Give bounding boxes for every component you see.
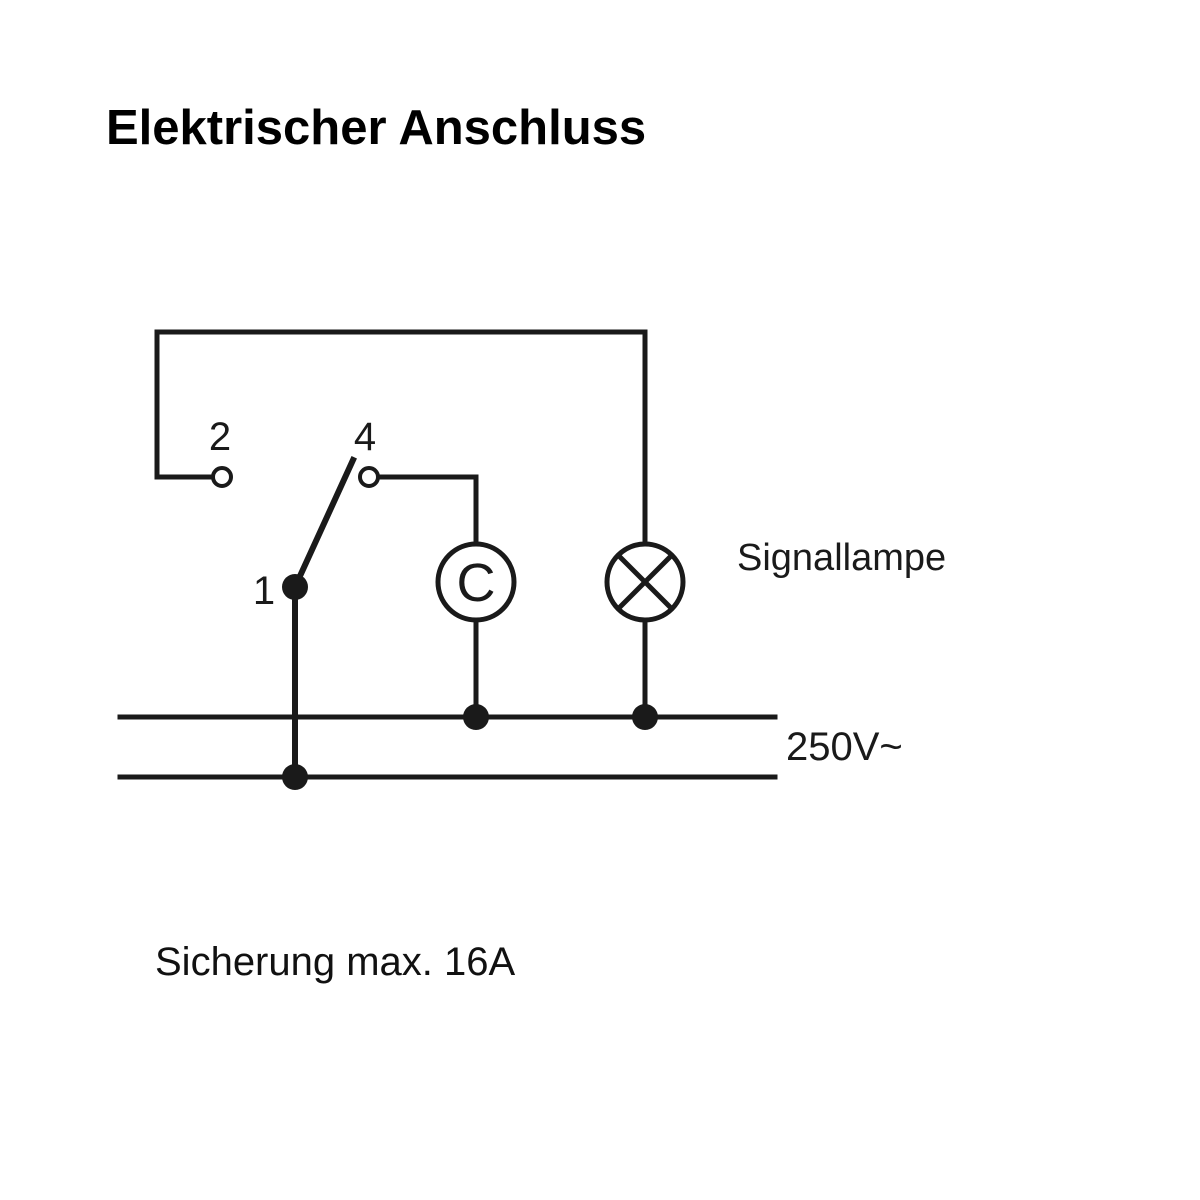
signal-lamp-icon	[604, 541, 686, 623]
signal-lamp-label: Signallampe	[737, 537, 946, 579]
terminal-2-contact	[211, 466, 233, 488]
fuse-note: Sicherung max. 16A	[155, 940, 516, 984]
terminal-4-contact	[358, 466, 380, 488]
page-title: Elektrischer Anschluss	[106, 101, 647, 155]
controller-letter: C	[457, 553, 496, 613]
terminal-1-node	[282, 574, 308, 600]
junction-node	[632, 704, 658, 730]
supply-voltage-label: 250V~	[786, 725, 903, 769]
switch-contact-arm	[291, 456, 357, 591]
wire-lamp-to-terminal-2	[154, 329, 648, 548]
terminal-2-label: 2	[209, 415, 231, 459]
junction-node	[282, 764, 308, 790]
wire-terminal-4-to-controller	[374, 474, 479, 547]
junction-node	[463, 704, 489, 730]
controller-symbol: C	[435, 541, 517, 623]
terminal-1-label: 1	[253, 569, 275, 613]
terminal-4-label: 4	[354, 415, 376, 459]
